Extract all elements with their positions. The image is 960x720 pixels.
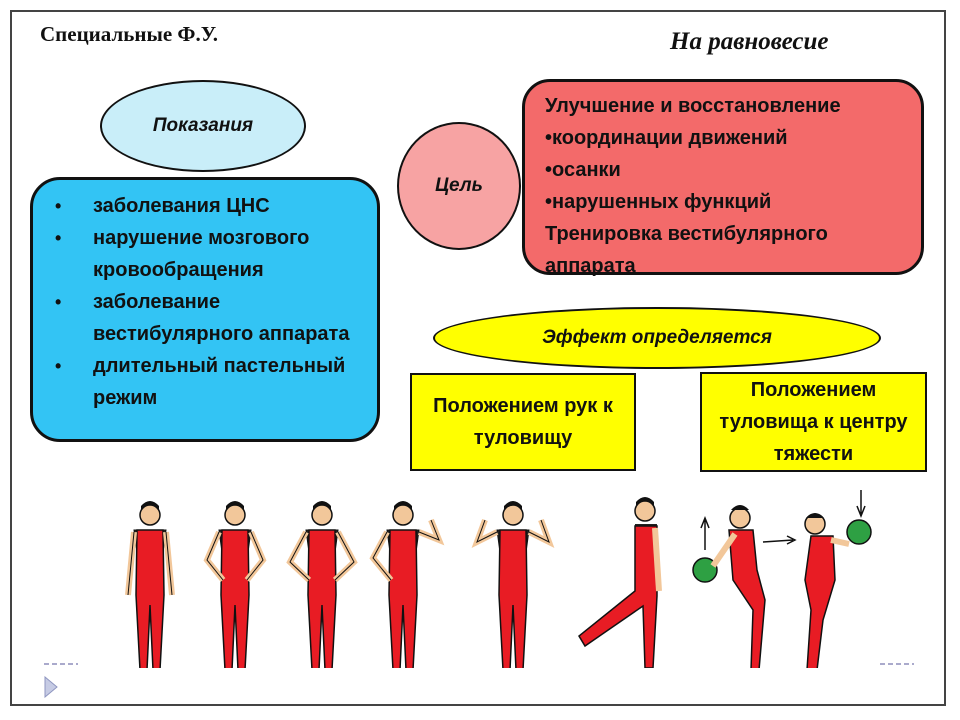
- goal-label: Цель: [435, 175, 483, 196]
- ball: [846, 519, 872, 545]
- goal-line: Тренировка вестибулярного: [545, 223, 828, 245]
- indications-label: Показания: [152, 115, 254, 136]
- exercise-figure: [286, 499, 358, 668]
- indications-ellipse: Показания: [100, 80, 306, 172]
- exercise-figure: [203, 499, 267, 668]
- exercise-figure: [471, 499, 555, 668]
- goal-line: •координации движений: [545, 127, 788, 149]
- next-slide-arrow-icon[interactable]: [44, 676, 58, 698]
- list-item: •заболевания ЦНС: [55, 195, 270, 217]
- footer-dashes-right: [880, 663, 914, 665]
- arms-position-box: Положением рук к туловищу: [410, 373, 636, 471]
- exercise-figure: [125, 499, 175, 668]
- effect-ellipse: Эффект определяется: [433, 307, 881, 369]
- indications-list: •заболевания ЦНС •нарушение мозгового кр…: [55, 190, 363, 414]
- goal-ellipse: Цель: [397, 122, 521, 250]
- exercise-figure: [804, 490, 872, 668]
- exercise-figure: [369, 499, 445, 668]
- list-item: •длительный пастельный режим: [55, 355, 346, 409]
- exercise-figure: [692, 505, 797, 668]
- exercise-figure: [578, 497, 662, 668]
- goal-line: •нарушенных функций: [545, 191, 772, 213]
- exercise-figures-illustration: [125, 490, 872, 668]
- slide-title-left: Специальные Ф.У.: [40, 22, 218, 46]
- goal-line: аппарата: [545, 255, 636, 277]
- footer-dashes-left: [44, 663, 78, 665]
- torso-position-box: Положением туловища к центру тяжести: [700, 372, 927, 472]
- goal-line: •осанки: [545, 159, 621, 181]
- indications-box: •заболевания ЦНС •нарушение мозгового кр…: [30, 177, 380, 442]
- list-item: •заболевание вестибулярного аппарата: [55, 291, 350, 345]
- goal-line: Улучшение и восстановление: [545, 95, 841, 117]
- slide-title-right: На равновесие: [670, 28, 829, 55]
- goal-box: Улучшение и восстановление •координации …: [522, 79, 924, 277]
- list-item: •нарушение мозгового кровообращения: [55, 227, 310, 281]
- effect-label: Эффект определяется: [542, 327, 772, 348]
